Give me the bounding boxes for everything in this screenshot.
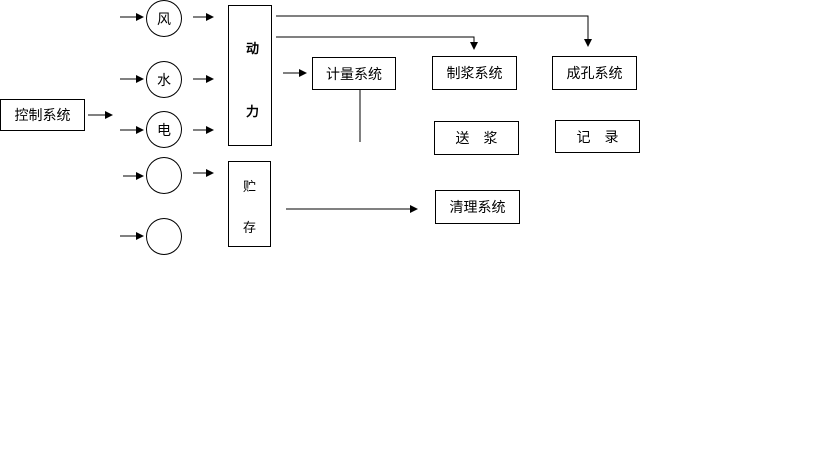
water-label: 水 [157,72,171,89]
empty-node-5 [146,218,182,255]
electric-label: 电 [157,122,171,139]
control-system-label: 控制系统 [14,108,71,124]
storage-label-2: 存 [243,221,257,236]
wind-node: 风 [146,0,182,37]
power-box: 动 力 [228,5,272,146]
slurry-delivery-label: 送 浆 [455,131,498,147]
storage-box: 贮 存 [228,161,271,247]
empty-node-4 [146,157,182,194]
hole-forming-system-box: 成孔系统 [552,56,637,90]
wind-label: 风 [157,11,171,28]
pulping-system-label: 制浆系统 [446,66,503,82]
recording-label: 记 录 [576,129,619,146]
arrow-power-to-pulping [276,36,478,50]
recording-box: 记 录 [555,120,640,153]
power-label-2: 力 [246,105,260,120]
power-label-1: 动 [246,42,260,57]
metering-system-box: 计量系统 [312,57,396,90]
electric-node: 电 [146,111,182,148]
arrow-power-to-hole-forming [276,15,592,47]
hole-forming-system-label: 成孔系统 [566,66,623,82]
cleaning-system-box: 清理系统 [435,190,520,224]
control-system-box: 控制系统 [0,99,85,131]
storage-label-1: 贮 [243,180,257,195]
slurry-delivery-box: 送 浆 [434,121,519,155]
metering-system-label: 计量系统 [326,66,382,83]
water-node: 水 [146,61,182,98]
pulping-system-box: 制浆系统 [432,56,517,90]
cleaning-system-label: 清理系统 [449,200,506,216]
